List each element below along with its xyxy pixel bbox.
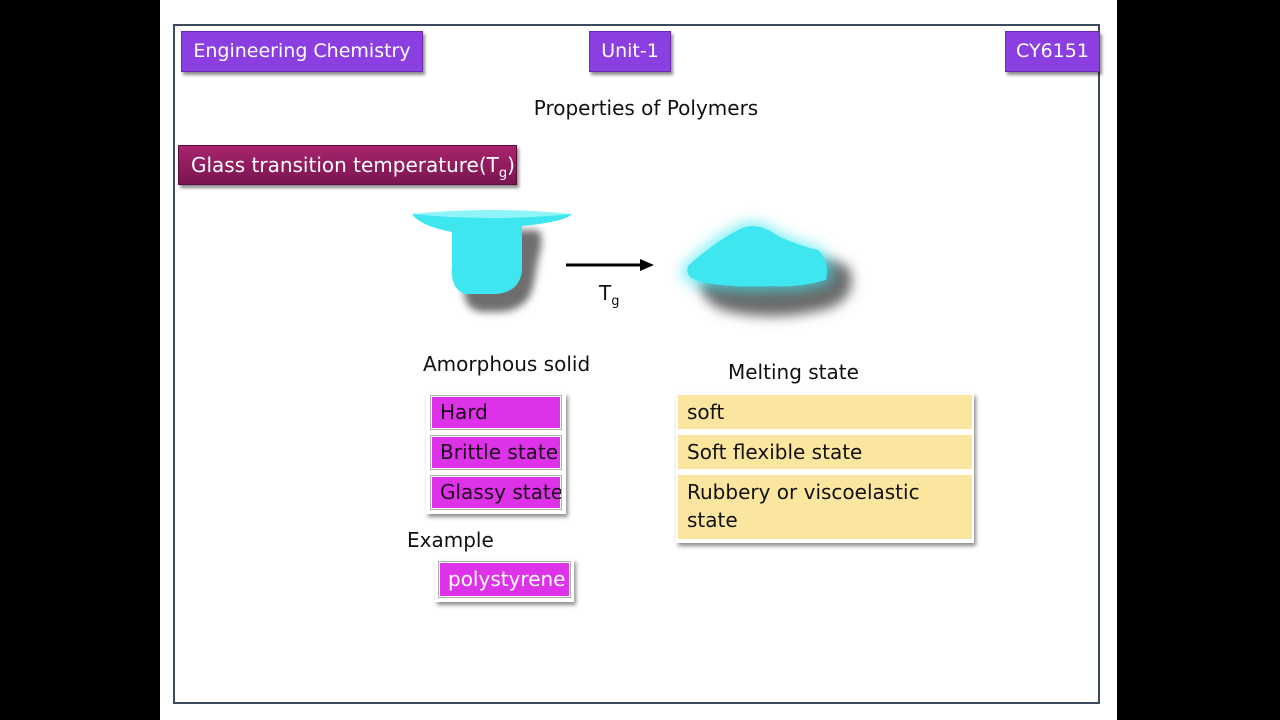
melting-properties: soft Soft flexible state Rubbery or visc… bbox=[676, 393, 974, 543]
transition-diagram bbox=[412, 210, 852, 317]
example-box: polystyrene bbox=[435, 559, 574, 602]
amorphous-properties: Hard Brittle state Glassy state bbox=[426, 393, 566, 514]
course-code-tag: CY6151 bbox=[1005, 31, 1100, 72]
slide: Engineering Chemistry Unit-1 CY6151 Prop… bbox=[160, 0, 1117, 720]
property-brittle: Brittle state bbox=[430, 435, 562, 470]
property-glassy: Glassy state bbox=[430, 475, 563, 510]
example-value: polystyrene bbox=[438, 561, 571, 598]
tg-label-subscript: g bbox=[611, 294, 620, 309]
topic-close: ) bbox=[507, 153, 515, 177]
arrow-icon bbox=[566, 259, 654, 271]
melt-blob bbox=[687, 226, 827, 287]
topic-subscript: g bbox=[498, 166, 508, 181]
topic-tag: Glass transition temperature(Tg) bbox=[178, 145, 517, 185]
slide-title: Properties of Polymers bbox=[533, 96, 759, 120]
unit-tag: Unit-1 bbox=[589, 31, 671, 72]
property-hard: Hard bbox=[430, 395, 562, 430]
property-rubbery: Rubbery or viscoelastic state bbox=[678, 475, 972, 539]
topic-text: Glass transition temperature(T bbox=[191, 153, 499, 177]
tg-arrow-label: Tg bbox=[599, 281, 619, 309]
melting-heading: Melting state bbox=[728, 360, 859, 384]
property-soft-flexible: Soft flexible state bbox=[678, 435, 972, 469]
amorphous-heading: Amorphous solid bbox=[423, 352, 591, 376]
solid-blob bbox=[412, 212, 572, 294]
slide-frame bbox=[173, 24, 1100, 704]
subject-tag: Engineering Chemistry bbox=[181, 31, 423, 72]
property-soft: soft bbox=[678, 395, 972, 429]
example-heading: Example bbox=[407, 528, 494, 552]
tg-label-text: T bbox=[599, 281, 612, 305]
solid-blob-top bbox=[412, 210, 572, 218]
